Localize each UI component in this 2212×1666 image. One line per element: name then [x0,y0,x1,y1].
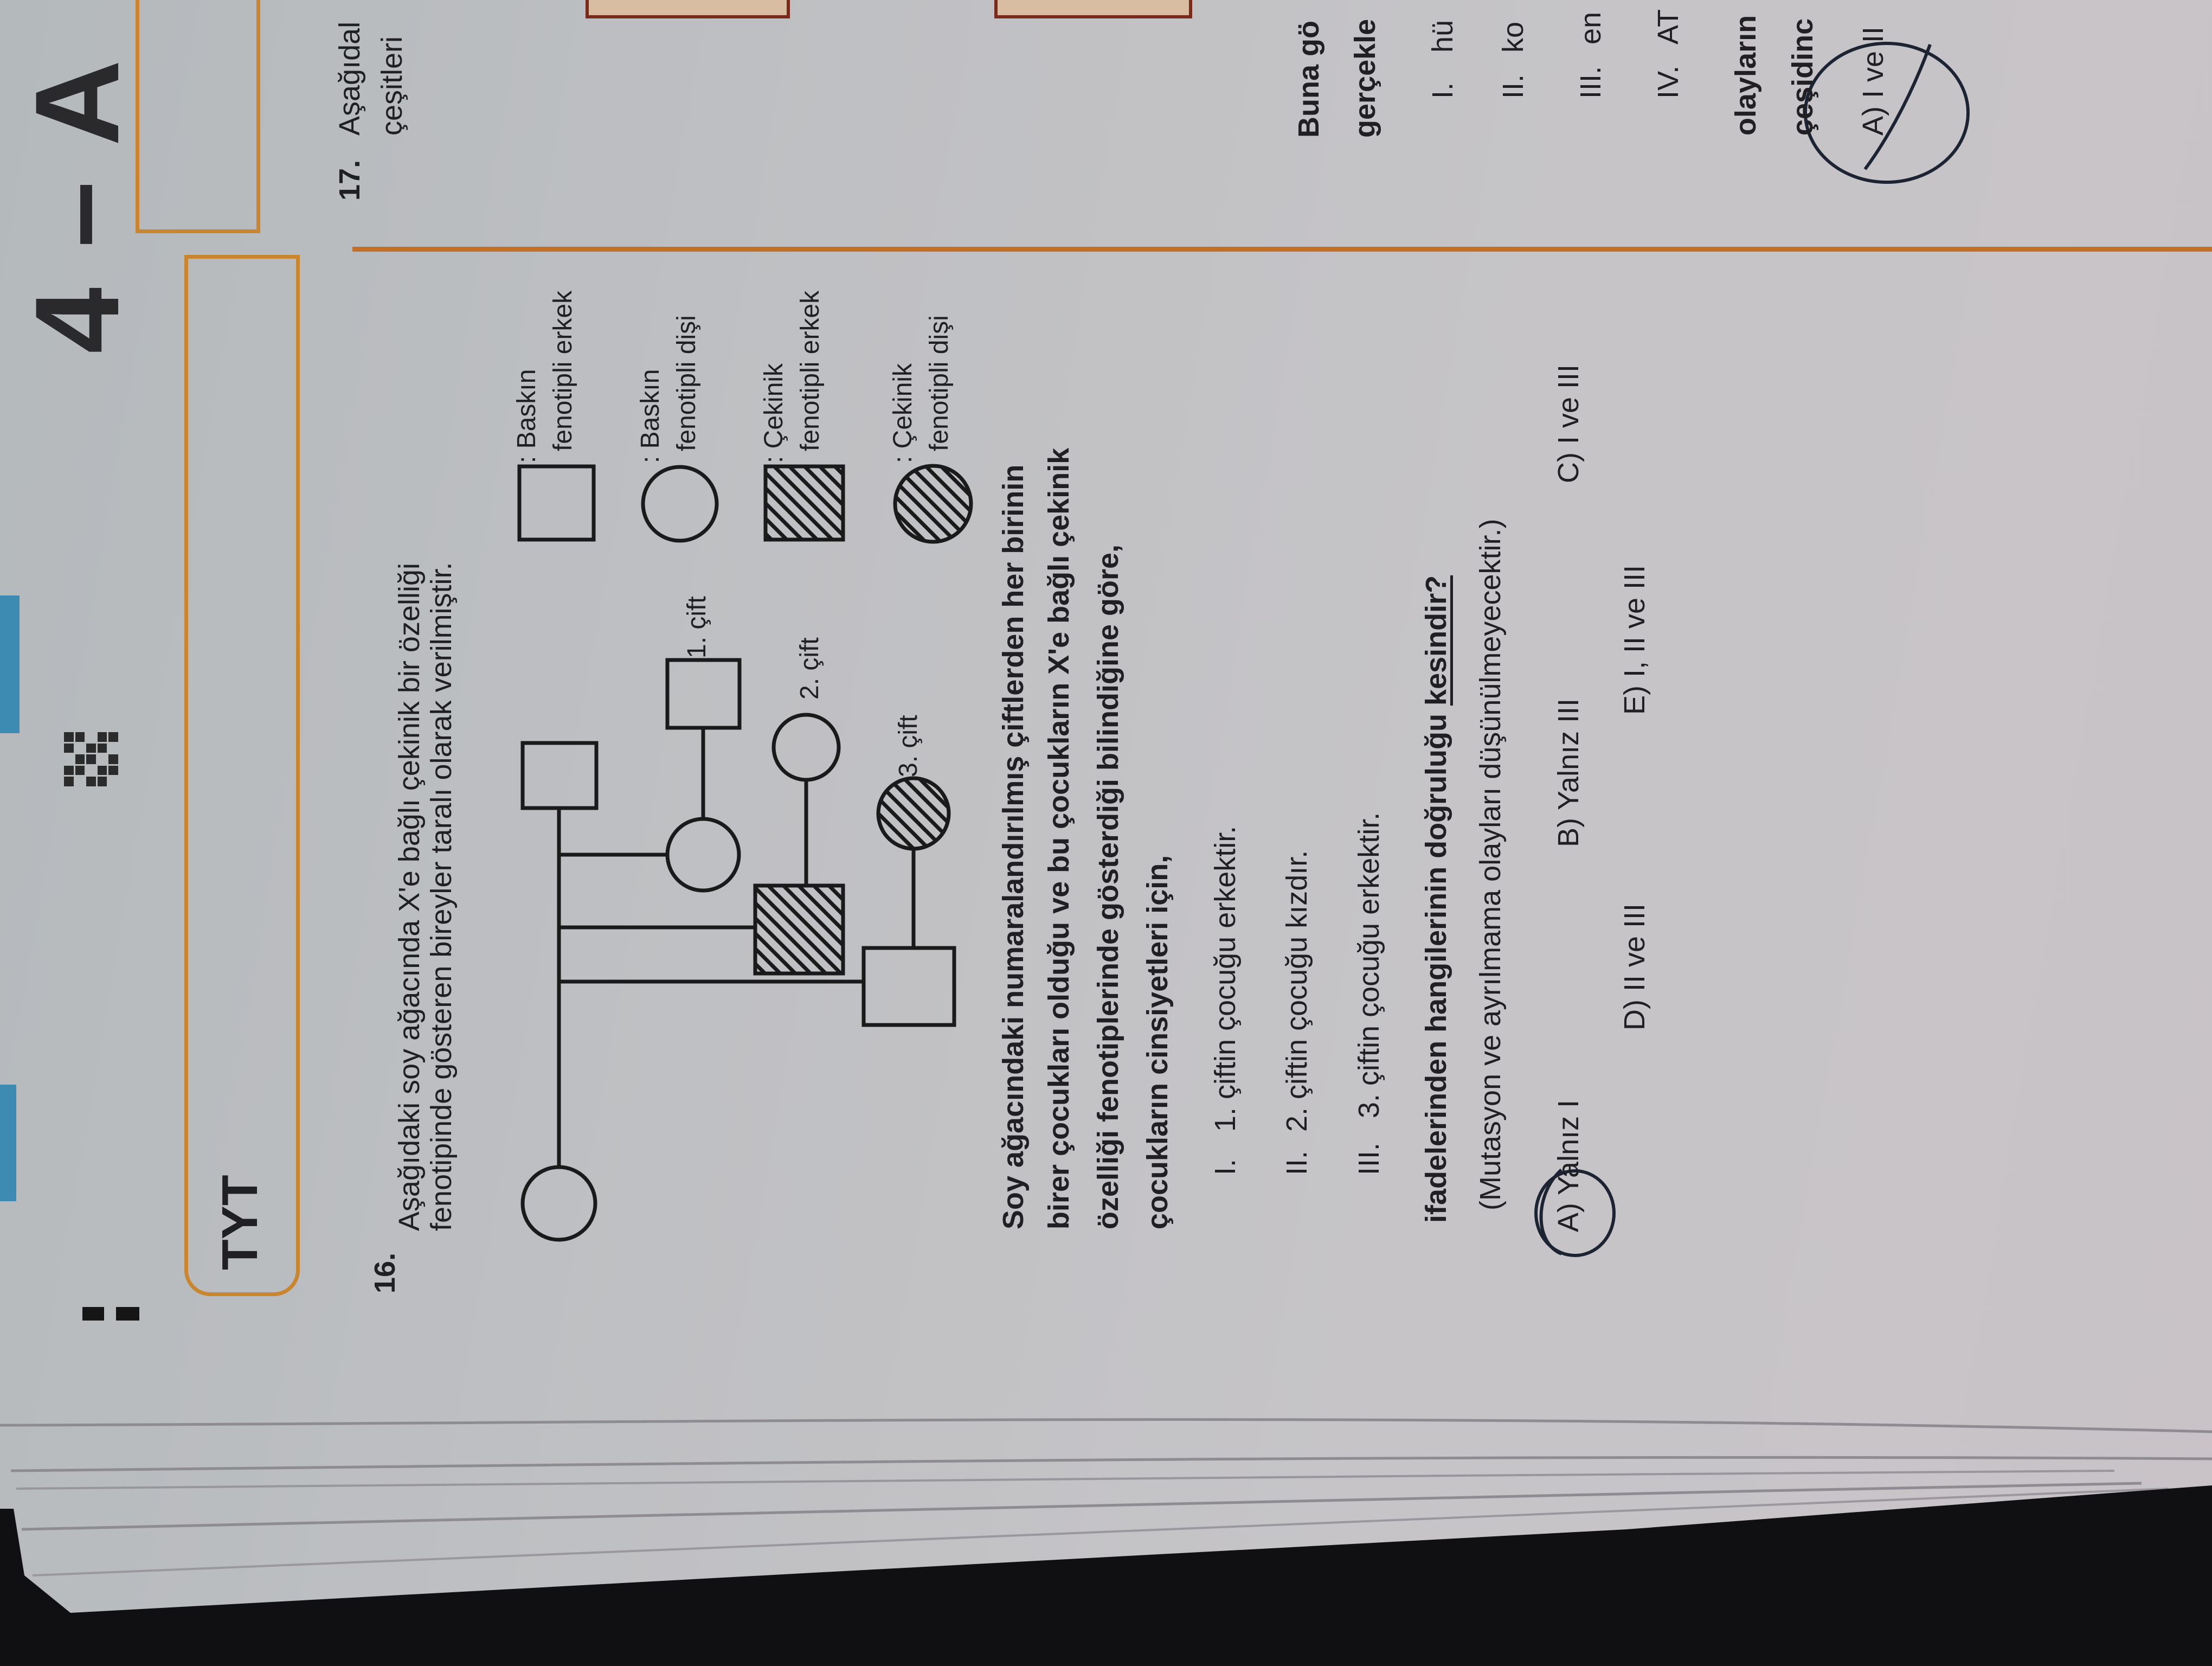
legend-desc: fenotipli dişi [672,315,701,451]
q16-paragraph-line: Soy ağacındaki numaralandırılmış çiftler… [997,464,1030,1229]
statement-text: 1. çiftin çocuğu erkektir. [1209,825,1242,1132]
page-stack-edge [10,1456,2212,1472]
margin-mark [82,1307,104,1321]
q17-intro-line: Aşağıdal [333,21,366,136]
option-letter: C) [1552,452,1585,483]
q17-lead-line: gerçekle [1349,18,1381,138]
legend-recessive-male-icon [763,464,845,542]
q17-statement-text: AT [1652,9,1684,44]
page-stack-edge [21,1482,2142,1531]
option-b[interactable]: B) Yalnız III [1552,698,1585,847]
child-3-dominant-male [861,946,956,1027]
statement-numeral: II. [1281,1150,1313,1175]
spouse-2-dominant-female [771,713,841,782]
statement-numeral: I. [1209,1158,1242,1175]
child-1-dominant-female [665,817,741,893]
legend-title: : Baskın [636,369,665,463]
q16-question: ifadelerinden hangilerinin doğruluğu kes… [1420,575,1452,1223]
option-letter: B) [1552,818,1585,847]
q17-statement-text: en [1574,11,1607,44]
q17-lead-line: Buna gö [1293,21,1325,138]
column-divider [352,247,2212,252]
option-text: I, II ve III [1618,565,1651,677]
legend-recessive-female-icon [893,464,973,544]
spouse-1-dominant-male [665,658,742,730]
legend-desc: fenotipli dişi [925,315,954,451]
left-edge-blue-mark [0,595,20,733]
q17-statement-numeral: II. [1497,74,1529,99]
q16-number: 16. [369,1252,401,1293]
legend-title: : Çekinik [760,363,788,463]
option-text: I ve III [1552,364,1585,444]
option-text: Yalnız I [1552,1099,1585,1195]
exam-label: TYT [211,1175,268,1270]
q16-paragraph-line: çocukların cinsiyetleri için, [1141,855,1174,1229]
booklet-code: 4 – A [10,56,144,354]
q17-statement-numeral: IV. [1652,65,1684,99]
q17-option-a[interactable]: A) I ve II [1857,26,1889,136]
statement-numeral: III. [1353,1142,1385,1175]
q16-note: (Mutasyon ve ayrılmama olayları düşünülm… [1474,518,1507,1211]
q17-tail-line: çeşidinc [1786,18,1819,136]
page-stack-edge [0,1418,2212,1433]
grandfather-dominant-male [520,741,599,810]
q17-number: 17. [333,159,366,201]
option-c[interactable]: C) I ve III [1552,364,1585,483]
legend-desc: fenotipli erkek [796,290,825,451]
option-letter: A) [1552,1203,1585,1232]
option-text: Yalnız III [1552,698,1585,810]
q17-statement-numeral: III. [1574,66,1607,99]
q16-paragraph-line: birer çocukları olduğu ve bu çocukların … [1043,447,1075,1229]
q17-statement-numeral: I. [1426,82,1459,99]
child-2-recessive-male [753,883,845,976]
option-d[interactable]: D) II ve III [1618,903,1651,1030]
option-text: II ve III [1618,903,1651,991]
qr-code-icon [64,732,118,786]
spouse-3-recessive-female [876,776,951,851]
header-box [136,0,260,233]
pedigree-label-couple-1: 1. çift [683,596,711,658]
statement-text: 3. çiftin çocuğu erkektir. [1353,812,1385,1118]
exam-label-box [184,255,300,1296]
page-stack-edge [16,1470,2115,1490]
q17-statement-text: hü [1426,20,1459,53]
q16-intro-line: fenotipinde gösteren bireyler taralı ola… [425,562,458,1231]
left-edge-blue-mark [0,1085,16,1201]
q17-statement-text: ko [1497,21,1529,53]
pedigree-label-couple-2: 2. çift [795,637,824,700]
statement-text: 2. çiftin çocuğu kızdır. [1281,850,1313,1132]
q16-question-emphasis: kesindir? [1420,575,1452,706]
option-e[interactable]: E) I, II ve III [1618,565,1651,715]
legend-title: : Baskın [512,369,541,463]
option-a[interactable]: A) Yalnız I [1552,1099,1585,1232]
q16-question-text: ifadelerinden hangilerinin doğruluğu [1420,705,1452,1223]
q16-paragraph-line: özelliği fenotiplerinde gösterdiği bilin… [1092,544,1124,1229]
q17-figure-box [586,0,790,18]
grandmother-dominant-female [520,1165,597,1242]
margin-mark [116,1307,139,1321]
legend-dominant-male-icon [517,464,596,542]
q17-intro-line: çeşitleri [376,36,408,136]
q17-figure-box [994,0,1192,18]
legend-desc: fenotipli erkek [549,290,577,451]
pedigree-label-couple-3: 3. çift [894,715,923,777]
legend-title: : Çekinik [889,363,917,463]
q16-intro-line: Aşağıdaki soy ağacında X'e bağlı çekinik… [393,562,426,1231]
q17-tail-line: olayların [1729,15,1762,136]
legend-dominant-female-icon [641,465,719,543]
option-letter: D) [1618,999,1651,1030]
option-letter: E) [1618,685,1651,715]
dark-desk-area [0,1485,2212,1666]
